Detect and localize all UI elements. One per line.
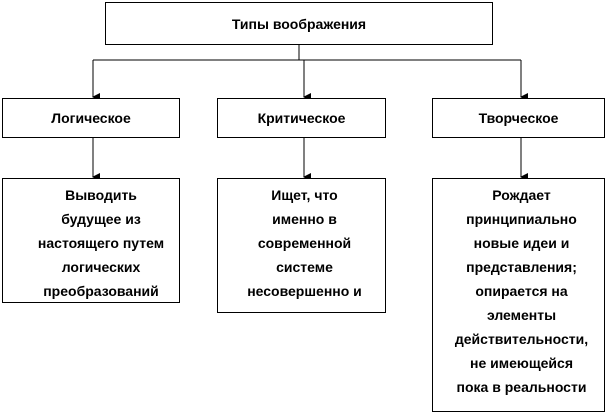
category-node-label: Творческое xyxy=(478,110,559,126)
category-node-logical: Логическое xyxy=(2,98,180,138)
category-node-label: Критическое xyxy=(257,110,346,126)
description-line: представления; xyxy=(466,259,577,275)
description-line: Рождает xyxy=(492,187,551,203)
description-line: нуждается в xyxy=(224,303,385,312)
description-line: системе xyxy=(276,259,333,275)
description-line: преобразований xyxy=(43,283,159,299)
description-line: несовершенно и xyxy=(247,283,362,299)
description-line: современной xyxy=(257,235,352,251)
description-line: опирается на xyxy=(475,283,568,299)
description-line: пока в реальности xyxy=(456,379,587,395)
description-node-creative: Рождает принципиально новые идеи и предс… xyxy=(432,178,605,412)
description-line: будущее из xyxy=(61,211,141,227)
category-node-label: Логическое xyxy=(51,110,131,126)
description-line: не имеющейся xyxy=(470,355,573,371)
description-node-logical: Выводить будущее из настоящего путем лог… xyxy=(2,178,180,303)
description-line: Выводить xyxy=(65,187,137,203)
description-line: настоящего путем xyxy=(37,235,165,251)
description-line: новые идеи и xyxy=(473,235,570,251)
description-line: действительности, xyxy=(454,331,589,347)
description-line: логических xyxy=(61,259,141,275)
description-line: именно в xyxy=(272,211,337,227)
description-line: принципиально xyxy=(466,211,577,227)
description-line: элементы xyxy=(486,307,557,323)
category-node-creative: Творческое xyxy=(432,98,605,138)
description-node-critical: Ищет, что именно в современной системе н… xyxy=(217,178,386,313)
category-node-critical: Критическое xyxy=(217,98,386,138)
root-node: Типы воображения xyxy=(105,2,493,45)
root-node-label: Типы воображения xyxy=(231,15,367,32)
description-line: Ищет, что xyxy=(271,187,338,203)
